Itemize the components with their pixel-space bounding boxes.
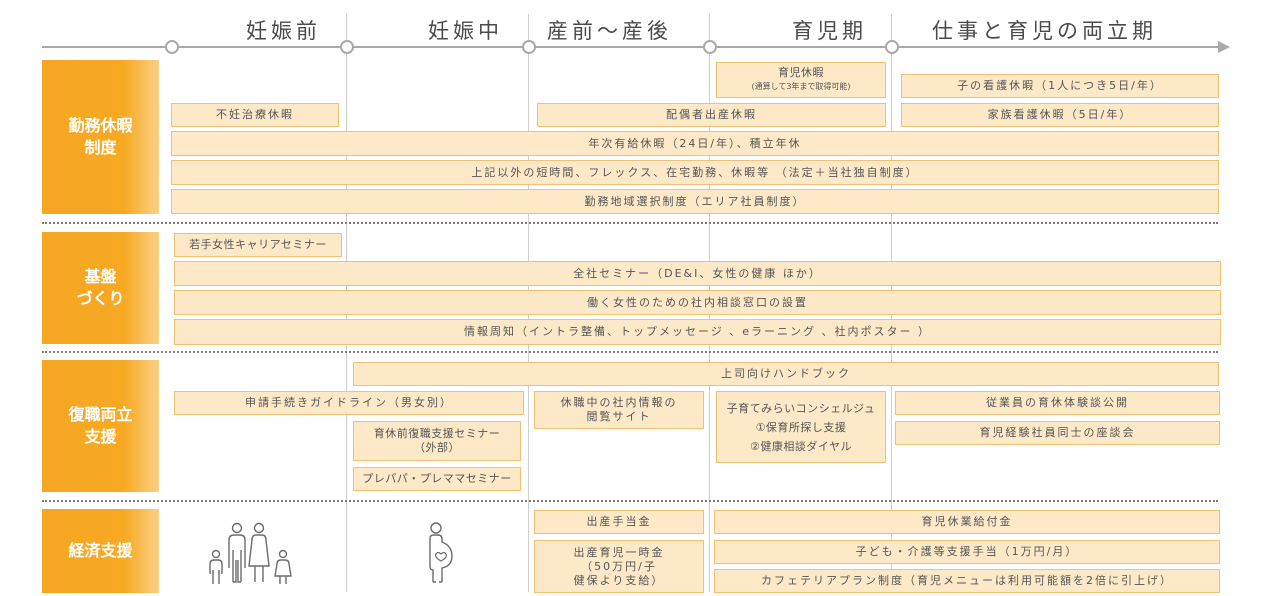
infertility-leave-box: 不妊治療休暇: [171, 103, 339, 127]
category-leave: 勤務休暇 制度: [42, 60, 159, 214]
pre-leave-seminar-box: 育休前復職支援セミナー （外部）: [353, 421, 521, 461]
concierge-item-2: ②健康相談ダイヤル: [749, 439, 853, 453]
flex-work-box: 上記以外の短時間、フレックス、在宅勤務、休暇等 （法定＋当社独自制度）: [171, 160, 1219, 185]
childcare-leave-box: 育児休暇 (通算して3年まで取得可能): [716, 62, 886, 98]
concierge-title: 子育てみらいコンシェルジュ: [726, 401, 876, 415]
timeline-node-2: [340, 40, 354, 54]
childcare-benefit-box: 育児休業給付金: [714, 510, 1220, 534]
timeline-arrow-line: [42, 46, 1220, 48]
section-separator-1: [42, 222, 1218, 224]
prepapa-seminar-box: プレパパ・プレママセミナー: [353, 467, 521, 491]
concierge-item-1: ①保育所探し支援: [755, 420, 847, 434]
consultation-desk-box: 働く女性のための社内相談窓口の設置: [174, 290, 1221, 315]
child-nursing-leave-box: 子の看護休暇（1人につき5日/年）: [901, 74, 1219, 98]
application-guideline-box: 申請手続きガイドライン（男女別）: [174, 391, 524, 415]
concierge-box: 子育てみらいコンシェルジュ ①保育所探し支援 ②健康相談ダイヤル: [716, 391, 886, 463]
section-separator-2: [42, 351, 1218, 353]
childcare-leave-label: 育児休暇: [778, 66, 824, 79]
young-women-seminar-box: 若手女性キャリアセミナー: [174, 233, 342, 257]
phase-birth: 産前～産後: [547, 19, 672, 43]
category-return: 復職両立 支援: [42, 360, 159, 492]
phase-childcare: 育児期: [792, 19, 867, 43]
family-icon: [209, 522, 292, 584]
area-selection-box: 勤務地域選択制度（エリア社員制度）: [171, 189, 1219, 214]
information-box: 情報周知（イントラ整備、トップメッセージ 、eラーニング 、社内ポスター ）: [174, 319, 1221, 345]
lump-sum-box: 出産育児一時金 （50万円/子 健保より支給）: [534, 540, 704, 593]
manager-handbook-box: 上司向けハンドブック: [353, 362, 1219, 386]
category-financial: 経済支援: [42, 509, 159, 593]
child-care-allowance-box: 子ども・介護等支援手当（1万円/月）: [714, 540, 1220, 564]
leave-info-site-box: 休職中の社内情報の 閲覧サイト: [534, 391, 704, 429]
timeline-node-5: [885, 40, 899, 54]
timeline-node-3: [522, 40, 536, 54]
cafeteria-plan-box: カフェテリアプラン制度（育児メニューは利用可能額を2倍に引上げ）: [714, 569, 1220, 593]
birth-allowance-box: 出産手当金: [534, 510, 704, 534]
category-foundation: 基盤 づくり: [42, 232, 159, 344]
leave-experience-box: 従業員の育休体験談公開: [895, 391, 1220, 415]
pregnant-woman-icon: [429, 522, 453, 583]
spouse-birth-leave-box: 配偶者出産休暇: [537, 103, 886, 127]
timeline-node-4: [703, 40, 717, 54]
timeline-node-1: [165, 40, 179, 54]
annual-paid-leave-box: 年次有給休暇（24日/年）、積立年休: [171, 131, 1219, 156]
phase-pregnancy: 妊娠中: [428, 19, 503, 43]
family-care-leave-box: 家族看護休暇（5日/年）: [901, 103, 1219, 127]
timeline-arrowhead: [1218, 41, 1230, 53]
company-seminar-box: 全社セミナー（DE&I、女性の健康 ほか）: [174, 261, 1221, 286]
phase-balance: 仕事と育児の両立期: [932, 19, 1157, 43]
roundtable-box: 育児経験社員同士の座談会: [895, 421, 1220, 445]
phase-pre-pregnancy: 妊娠前: [246, 19, 321, 43]
section-separator-3: [42, 500, 1218, 502]
childcare-leave-note: (通算して3年まで取得可能): [751, 82, 851, 91]
